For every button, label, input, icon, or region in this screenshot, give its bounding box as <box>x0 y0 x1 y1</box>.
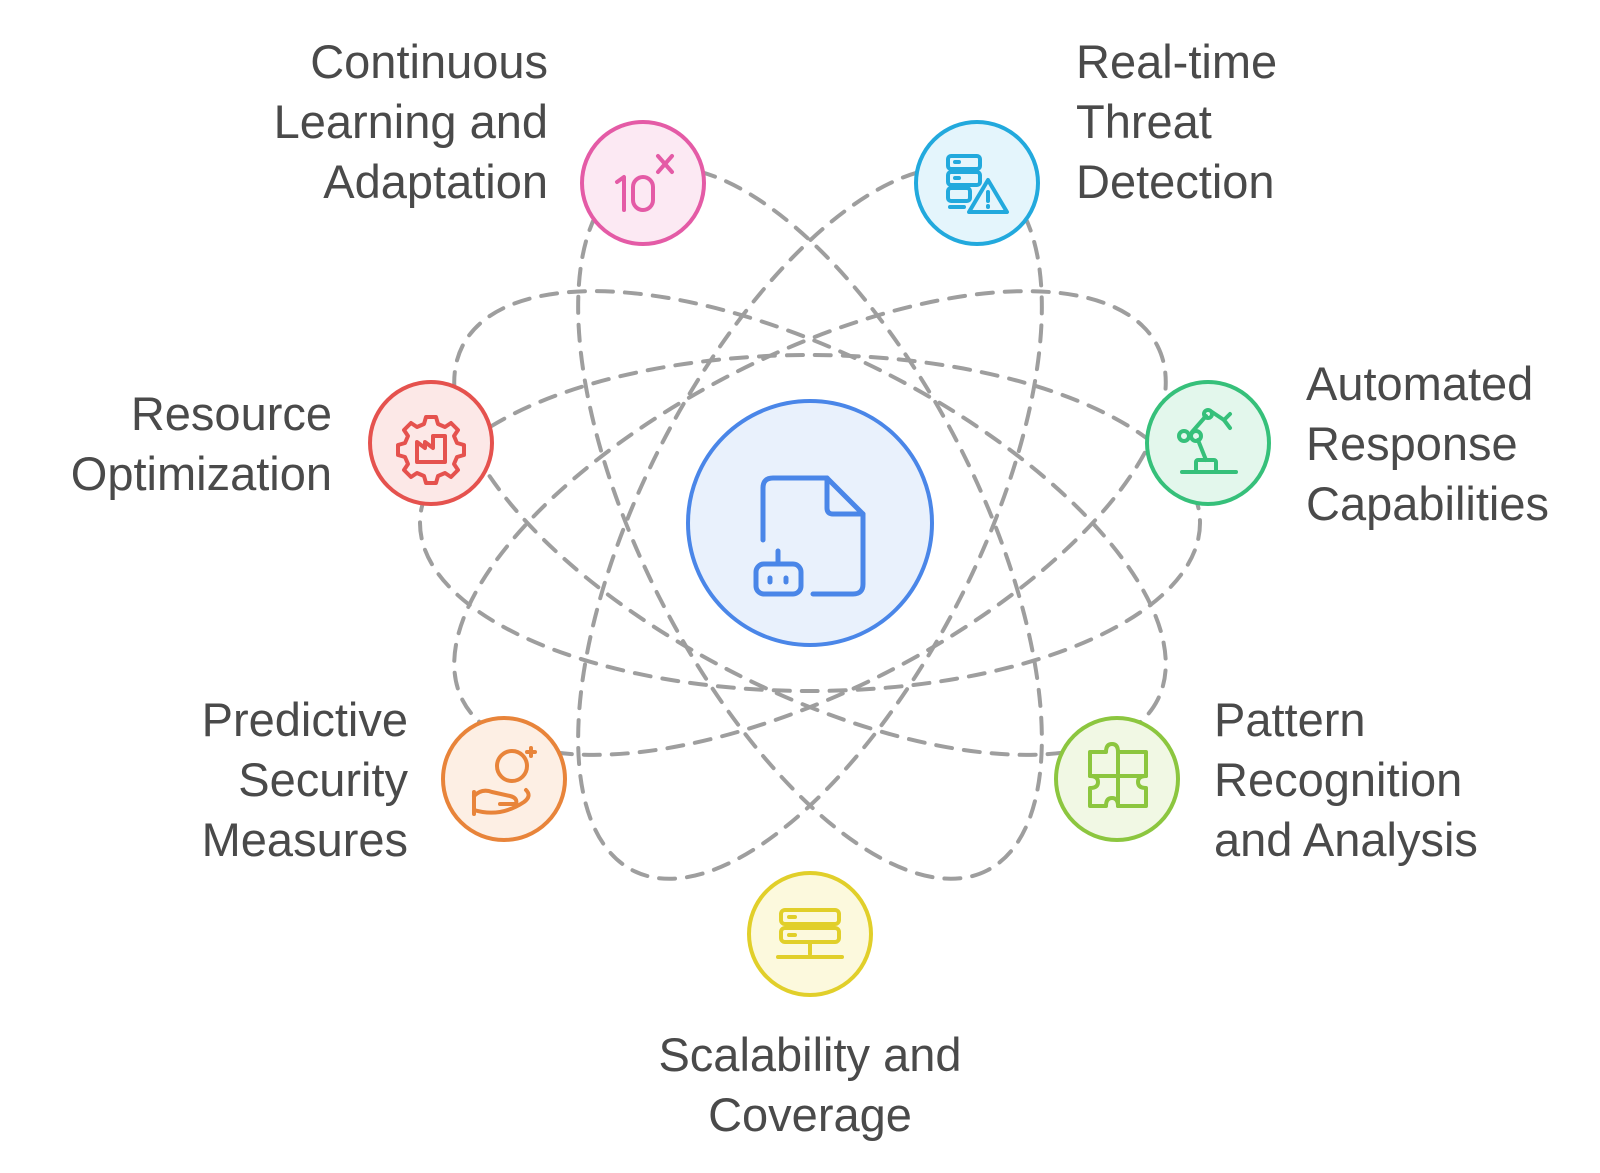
label-real-time-threat: Real-time Threat Detection <box>1076 32 1277 212</box>
label-line: Predictive <box>201 693 408 746</box>
label-line: Adaptation <box>323 155 548 208</box>
server-alert-icon <box>946 154 1009 214</box>
hand-coin-icon <box>472 746 537 816</box>
orbit-ellipse-1 <box>418 353 1202 693</box>
label-line: Continuous <box>310 35 548 88</box>
label-predictive-security: Predictive Security Measures <box>202 690 408 870</box>
label-line: Pattern <box>1214 693 1366 746</box>
label-resource-optimization: Resource Optimization <box>71 384 332 504</box>
label-pattern-recognition: Pattern Recognition and Analysis <box>1214 690 1478 870</box>
label-line: Capabilities <box>1306 477 1549 530</box>
label-line: Scalability and <box>658 1028 962 1081</box>
label-automated-response: Automated Response Capabilities <box>1306 354 1549 534</box>
label-continuous-learning: Continuous Learning and Adaptation <box>274 32 548 212</box>
node-pattern-recognition <box>1054 716 1180 842</box>
label-line: Detection <box>1076 155 1275 208</box>
ten-power-x-icon <box>615 154 674 212</box>
puzzle-icon <box>1088 742 1148 808</box>
label-line: Coverage <box>708 1088 912 1141</box>
label-line: Recognition <box>1214 753 1463 806</box>
label-line: and Analysis <box>1214 813 1478 866</box>
label-line: Threat <box>1076 95 1212 148</box>
orbit-ellipse-3 <box>452 289 1168 757</box>
center-circle <box>686 399 934 647</box>
label-line: Resource <box>130 387 332 440</box>
gear-factory-icon <box>396 415 466 485</box>
label-scalability: Scalability and Coverage <box>560 1025 1060 1145</box>
node-resource-optimization <box>368 380 494 506</box>
node-predictive-security <box>441 716 567 842</box>
label-line: Learning and <box>273 95 548 148</box>
label-line: Real-time <box>1076 35 1278 88</box>
label-line: Automated <box>1306 357 1534 410</box>
server-network-icon <box>776 908 844 959</box>
label-line: Security <box>238 753 408 806</box>
robot-document-icon <box>753 475 866 597</box>
node-scalability <box>747 871 873 997</box>
robot-arm-icon <box>1177 408 1238 474</box>
node-automated-response <box>1145 380 1271 506</box>
orbit-ellipse-2 <box>452 289 1168 757</box>
center-hub <box>686 399 934 647</box>
node-circle-scalability <box>747 871 873 997</box>
node-circle-automated-response <box>1145 380 1271 506</box>
node-continuous-learning <box>580 120 706 246</box>
node-real-time-threat <box>914 120 1040 246</box>
label-line: Optimization <box>70 447 332 500</box>
label-line: Response <box>1306 417 1518 470</box>
node-circle-continuous-learning <box>580 120 706 246</box>
label-line: Measures <box>201 813 408 866</box>
